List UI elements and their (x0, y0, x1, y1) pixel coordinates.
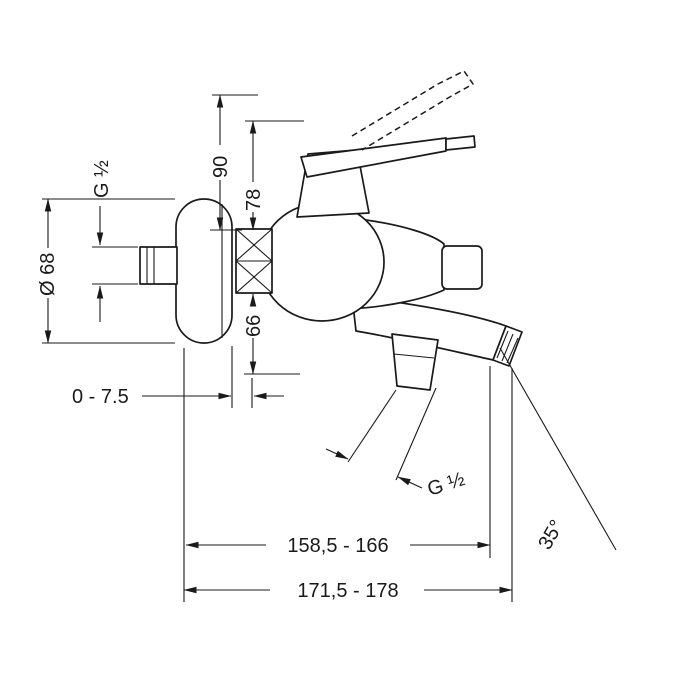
dim-line-spout-angle (499, 347, 617, 551)
label-wall-gap: 0 - 7.5 (72, 386, 129, 408)
fixture-group (139, 70, 523, 391)
dim-line-outlet-thread-b (397, 476, 423, 489)
dimension-lines (48, 95, 617, 590)
dim-line-outlet-thread-a (325, 448, 349, 460)
handle-lever-pin (445, 135, 476, 151)
pipe-thread-lines (146, 247, 155, 284)
aerator-hatch-icon (496, 330, 519, 364)
label-projection-outer: 171,5 - 178 (297, 580, 398, 602)
label-outlet-thread: G ½ (425, 468, 468, 501)
label-flange-diameter: Ø 68 (37, 253, 59, 296)
handle-lever (300, 137, 447, 178)
label-height-78: 78 (243, 189, 265, 211)
label-height-90: 90 (210, 156, 232, 178)
hose-outlet-nut-line (393, 353, 435, 359)
escutcheon (175, 198, 233, 344)
label-spout-angle: 35° (534, 516, 568, 553)
extension-lines (42, 94, 513, 602)
hose-outlet (391, 333, 439, 391)
wall-pipe-stub (139, 246, 178, 285)
handle-lever-raised-dashed (351, 70, 474, 151)
label-height-66: 66 (243, 315, 265, 337)
label-projection-inner: 158,5 - 166 (287, 535, 388, 557)
diverter-knob (441, 245, 483, 290)
label-wall-thread: G ½ (91, 160, 113, 198)
aerator-face (492, 325, 523, 367)
faucet-body (259, 202, 385, 322)
